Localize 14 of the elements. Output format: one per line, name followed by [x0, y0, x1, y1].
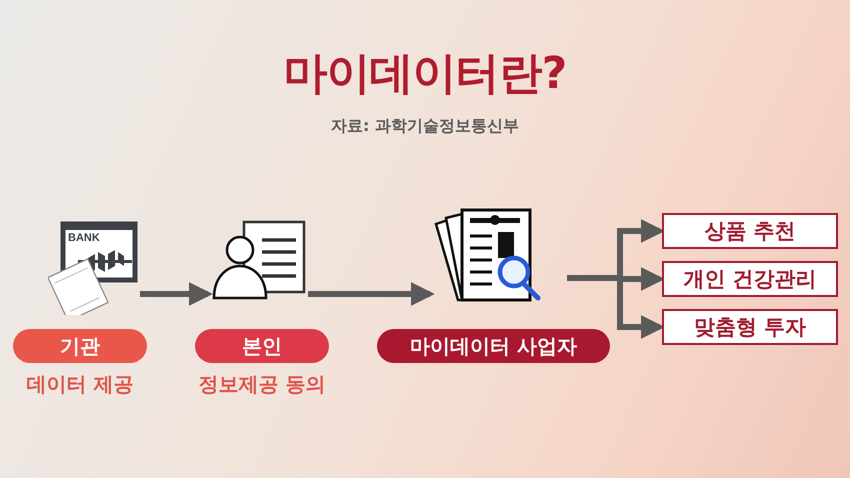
- arrow: [140, 282, 213, 306]
- source-note: 자료: 과학기술정보통신부: [330, 116, 520, 137]
- result-box: 개인 건강관리: [662, 261, 838, 297]
- step-description: 데이터 제공: [26, 371, 134, 398]
- result-box: 상품 추천: [662, 213, 838, 249]
- role-pill: 마이데이터 사업자: [377, 329, 610, 363]
- bank-document-icon: [48, 220, 140, 315]
- result-box: 맞춤형 투자: [662, 309, 838, 345]
- role-pill: 기관: [13, 329, 147, 363]
- bank-sign-text: BANK: [68, 232, 100, 244]
- arrow: [308, 282, 435, 306]
- title: 마이데이터란?: [282, 47, 568, 101]
- role-pill: 본인: [195, 329, 329, 363]
- step-description: 정보제공 동의: [198, 371, 326, 398]
